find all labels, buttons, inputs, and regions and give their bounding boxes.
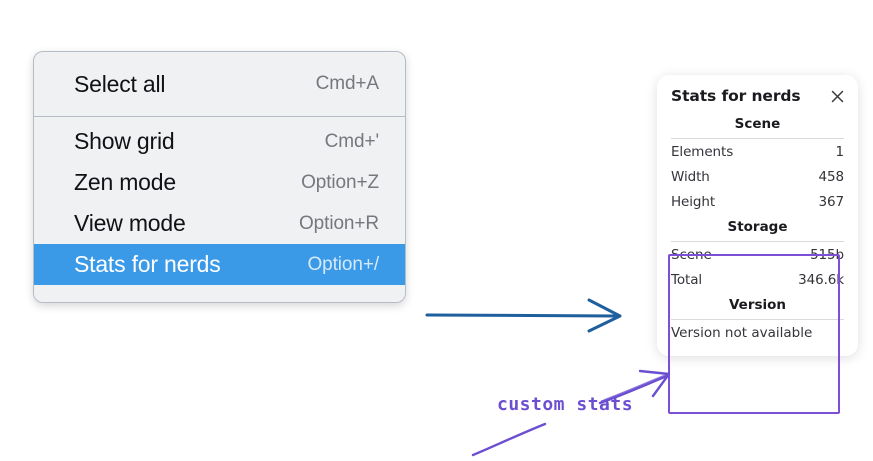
stats-row-height: Height 367 bbox=[671, 189, 844, 214]
menu-item-stats-for-nerds[interactable]: Stats for nerds Option+/ bbox=[34, 244, 405, 285]
stats-row-key: Elements bbox=[671, 143, 734, 160]
menu-item-show-grid[interactable]: Show grid Cmd+' bbox=[34, 121, 405, 162]
stats-row-value: 346.6k bbox=[798, 271, 844, 288]
context-menu-group-primary: Select all Cmd+A bbox=[34, 52, 405, 116]
menu-item-view-mode[interactable]: View mode Option+R bbox=[34, 203, 405, 244]
menu-item-shortcut: Option+Z bbox=[301, 171, 379, 193]
stats-version-text: Version not available bbox=[671, 325, 813, 341]
stats-row-value: 1 bbox=[835, 143, 845, 160]
canvas-context-menu[interactable]: Select all Cmd+A Show grid Cmd+' Zen mod… bbox=[33, 51, 406, 303]
menu-item-shortcut: Cmd+A bbox=[315, 73, 379, 94]
menu-item-shortcut: Cmd+' bbox=[324, 130, 379, 152]
menu-item-select-all[interactable]: Select all Cmd+A bbox=[34, 64, 405, 104]
stats-row-key: Total bbox=[671, 271, 703, 288]
stats-panel-title: Stats for nerds bbox=[671, 87, 801, 105]
stats-row-width: Width 458 bbox=[671, 164, 844, 189]
stats-row-storage-scene: Scene 515b bbox=[671, 242, 844, 267]
menu-item-label: Stats for nerds bbox=[74, 251, 221, 277]
stats-row-storage-total: Total 346.6k bbox=[671, 267, 844, 292]
menu-item-label: View mode bbox=[74, 210, 186, 236]
menu-item-label: Show grid bbox=[74, 128, 175, 154]
stats-row-value: 458 bbox=[818, 168, 845, 185]
close-icon[interactable] bbox=[828, 87, 846, 105]
stats-section-rule bbox=[671, 241, 844, 242]
stats-row-key: Scene bbox=[671, 246, 712, 263]
menu-item-shortcut: Option+/ bbox=[307, 253, 379, 275]
menu-item-zen-mode[interactable]: Zen mode Option+Z bbox=[34, 162, 405, 203]
stats-section-heading-version: Version bbox=[728, 297, 787, 313]
underline-stroke-icon bbox=[471, 422, 547, 457]
context-menu-footer-spacer bbox=[34, 285, 405, 302]
stats-row-elements: Elements 1 bbox=[671, 139, 844, 164]
stats-row-value: 515b bbox=[810, 246, 844, 263]
stats-for-nerds-panel: Stats for nerds Scene Elements 1 Width 4… bbox=[657, 75, 858, 356]
menu-item-label: Select all bbox=[74, 70, 166, 97]
stats-panel-body: Scene Elements 1 Width 458 Height 367 St… bbox=[657, 111, 858, 356]
context-menu-separator bbox=[34, 116, 405, 117]
context-menu-group-view: Show grid Cmd+' Zen mode Option+Z View m… bbox=[34, 117, 405, 302]
stats-section-rule bbox=[671, 319, 844, 320]
stats-section-heading-scene: Scene bbox=[734, 116, 781, 132]
stats-section-rule bbox=[671, 138, 844, 139]
stats-row-key: Height bbox=[671, 193, 716, 210]
stats-section-heading-storage: Storage bbox=[727, 219, 788, 235]
handwritten-note-custom-stats: custom stats bbox=[497, 394, 634, 415]
arrow-pointer-icon bbox=[598, 369, 671, 405]
stats-row-key: Width bbox=[671, 168, 710, 185]
stats-panel-header: Stats for nerds bbox=[657, 75, 858, 111]
menu-item-shortcut: Option+R bbox=[299, 212, 379, 234]
menu-item-label: Zen mode bbox=[74, 169, 176, 195]
stats-row-value: 367 bbox=[818, 193, 845, 210]
arrow-right-icon bbox=[425, 298, 622, 333]
